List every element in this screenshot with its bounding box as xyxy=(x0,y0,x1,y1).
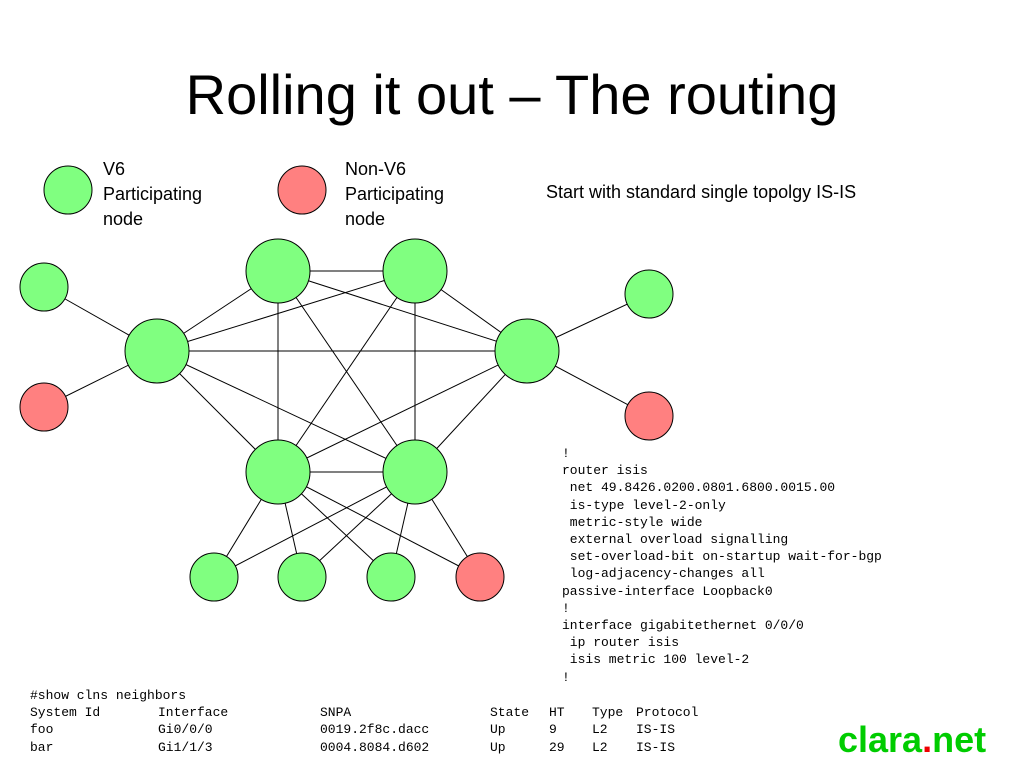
neighbor-cell: 9 xyxy=(549,722,557,738)
header-type: Type xyxy=(592,705,624,721)
config-line: external overload signalling xyxy=(562,532,789,548)
router-config-listing: ! router isis net 49.8426.0200.0801.6800.… xyxy=(562,445,882,686)
node-core-top-left xyxy=(245,238,311,304)
node-leaf-4 xyxy=(455,552,505,602)
config-line: metric-style wide xyxy=(562,514,703,530)
config-line: net 49.8426.0200.0801.6800.0015.00 xyxy=(562,480,836,496)
edge-core-top-right-to-core-left xyxy=(156,270,416,352)
neighbor-cell: Gi1/1/3 xyxy=(158,739,213,755)
header-state: State xyxy=(490,705,530,721)
config-line: ! xyxy=(562,669,570,685)
node-core-right xyxy=(494,318,560,384)
neighbor-cell: foo xyxy=(30,722,54,738)
neighbor-cell: L2 xyxy=(592,722,608,738)
config-line: set-overload-bit on-startup wait-for-bgp xyxy=(562,549,882,565)
legend-v6-line-2: Participating xyxy=(103,184,203,204)
node-leaf-2 xyxy=(277,552,327,602)
edge-core-left-to-core-bottom-right xyxy=(156,350,416,473)
neighbor-cell: 0019.2f8c.dacc xyxy=(320,722,430,738)
neighbor-cell: L2 xyxy=(592,739,608,755)
clara-net-logo: clara.net xyxy=(838,718,986,762)
config-line: log-adjacency-changes all xyxy=(562,566,765,582)
legend-v6-line-3: node xyxy=(103,209,144,229)
legend-v6-swatch xyxy=(43,165,93,215)
neighbor-cell: Up xyxy=(490,722,506,738)
legend-swatches xyxy=(43,165,327,215)
node-leaf-3 xyxy=(366,552,416,602)
config-line: passive-interface Loopback0 xyxy=(562,583,773,599)
clns-command: #show clns neighbors xyxy=(30,688,187,703)
node-edge-left-top xyxy=(19,262,69,312)
neighbor-cell: 29 xyxy=(549,739,565,755)
edge-core-top-right-to-core-bottom-left xyxy=(277,270,416,473)
node-edge-right-top xyxy=(624,269,674,319)
legend-non-v6-line-2: Participating xyxy=(345,184,445,204)
legend-non-v6-label: Non-V6 Participating node xyxy=(345,157,495,232)
edge-core-bottom-right-to-leaf-1 xyxy=(213,471,416,578)
node-edge-right-bottom xyxy=(624,391,674,441)
header-interface: Interface xyxy=(158,705,229,721)
edge-core-bottom-left-to-leaf-4 xyxy=(277,471,481,578)
config-line: ! xyxy=(562,446,570,461)
neighbor-cell: 0004.8084.d602 xyxy=(320,739,430,755)
logo-clara: clara xyxy=(838,719,923,760)
slide-title: Rolling it out – The routing xyxy=(185,63,839,126)
config-line: ! xyxy=(562,600,570,616)
neighbor-cell: bar xyxy=(30,739,54,755)
config-line: router isis xyxy=(562,463,648,479)
node-core-bottom-left xyxy=(245,439,311,505)
legend-non-v6-line-3: node xyxy=(345,209,386,229)
legend-non-v6-swatch xyxy=(277,165,327,215)
config-line: isis metric 100 level-2 xyxy=(562,652,750,668)
node-core-top-right xyxy=(382,238,448,304)
header-snpa: SNPA xyxy=(320,705,352,721)
legend-non-v6-line-1: Non-V6 xyxy=(345,159,407,179)
edge-core-top-left-to-core-right xyxy=(277,270,528,352)
topology-note: Start with standard single topolgy IS-IS xyxy=(546,182,857,202)
node-core-left xyxy=(124,318,190,384)
config-line: is-type level-2-only xyxy=(562,497,726,513)
legend-v6-line-1: V6 xyxy=(103,159,126,179)
edge-core-right-to-core-bottom-left xyxy=(277,350,528,473)
config-line: interface gigabitethernet 0/0/0 xyxy=(562,618,804,634)
neighbor-cell: IS-IS xyxy=(636,739,676,755)
logo-dot: . xyxy=(922,719,933,760)
header-system-id: System Id xyxy=(30,705,101,721)
node-core-bottom-right xyxy=(382,439,448,505)
neighbor-cell: Gi0/0/0 xyxy=(158,722,213,738)
node-leaf-1 xyxy=(189,552,239,602)
config-line: ip router isis xyxy=(562,635,680,651)
topology-edges xyxy=(43,270,650,578)
legend-v6-label: V6 Participating node xyxy=(103,157,253,232)
neighbor-cell: IS-IS xyxy=(636,722,676,738)
header-protocol: Protocol xyxy=(636,705,699,721)
neighbor-cell: Up xyxy=(490,739,506,755)
logo-net: net xyxy=(932,719,987,760)
node-edge-left-bottom xyxy=(19,382,69,432)
header-ht: HT xyxy=(549,705,565,721)
topology-nodes xyxy=(19,238,674,602)
